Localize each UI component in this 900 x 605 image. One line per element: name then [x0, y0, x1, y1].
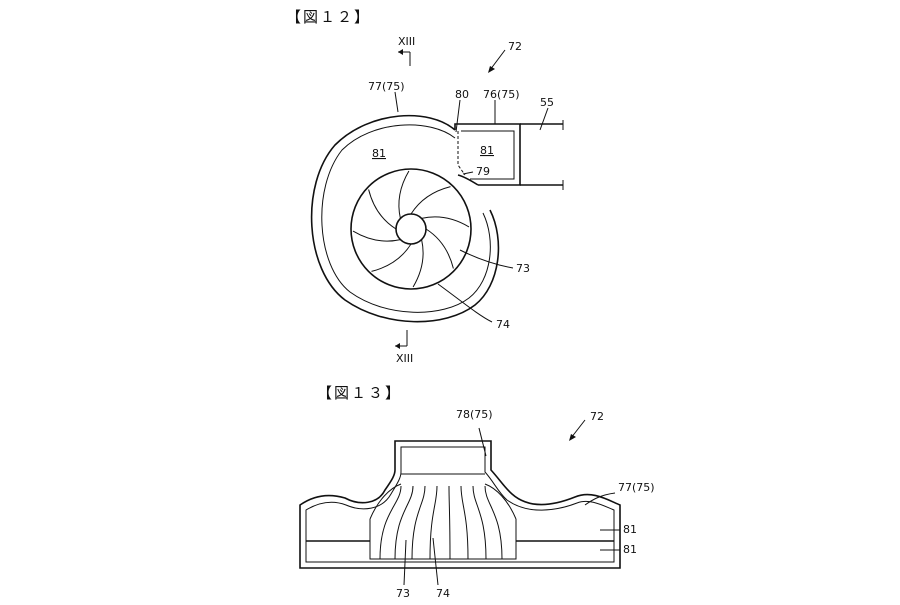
label-81-lower: 81	[623, 543, 637, 556]
section-marker-top: XIII	[398, 35, 415, 66]
section-label-top: XIII	[398, 35, 415, 48]
figure-13: 【図１３】 72 78(75) 77(75) 81 81	[300, 384, 655, 600]
impeller-blade-side	[485, 486, 502, 559]
impeller-blade-side	[395, 486, 413, 559]
ref-arrow-72: 72	[488, 40, 522, 73]
impeller-blade	[369, 190, 396, 230]
impeller-blade	[353, 231, 400, 241]
label-81-left: 81	[372, 147, 386, 160]
label-73-fig13: 73	[396, 587, 410, 600]
label-73-fig12: 73	[516, 262, 530, 275]
impeller-blade-side	[412, 486, 425, 559]
scroll-casing-inner	[322, 125, 491, 312]
impeller-blade	[422, 217, 469, 227]
impeller-blade	[399, 171, 409, 218]
label-80: 80	[455, 88, 469, 101]
impeller-blade-side	[449, 486, 450, 559]
impeller-blade-side	[473, 486, 486, 559]
label-79: 79	[476, 165, 490, 178]
impeller-blade-side	[461, 486, 468, 559]
ref-arrow-72-fig13: 72	[569, 410, 604, 441]
section-marker-bottom: XIII	[395, 330, 413, 365]
impeller-blade	[411, 187, 451, 214]
casing-section-inner	[306, 447, 614, 562]
label-78-75: 78(75)	[456, 408, 493, 421]
impeller-blade-side	[430, 486, 437, 559]
label-77-75-fig12: 77(75)	[368, 80, 405, 93]
outlet-duct	[455, 120, 563, 190]
label-72-fig13: 72	[590, 410, 604, 423]
label-81-upper: 81	[623, 523, 637, 536]
label-72-fig12: 72	[508, 40, 522, 53]
figure-12-title: 【図１２】	[286, 8, 371, 26]
label-77-75-fig13: 77(75)	[618, 481, 655, 494]
figure-13-title: 【図１３】	[317, 384, 402, 402]
tongue-boundary-dashed	[458, 131, 465, 175]
impeller-side-view	[306, 484, 614, 559]
impeller-blade	[372, 244, 412, 271]
label-81-right: 81	[480, 144, 494, 157]
label-76-75: 76(75)	[483, 88, 520, 101]
impeller	[351, 169, 471, 289]
figure-12: 【図１２】 XIII 72	[286, 8, 563, 365]
impeller-blade	[413, 240, 423, 287]
label-74-fig13: 74	[436, 587, 450, 600]
fig12-labels: 77(75) 80 76(75) 55 81 81 79 73 74	[368, 80, 554, 331]
section-label-bottom: XIII	[396, 352, 413, 365]
impeller-blade	[426, 229, 453, 269]
label-74-fig12: 74	[496, 318, 510, 331]
label-55: 55	[540, 96, 554, 109]
